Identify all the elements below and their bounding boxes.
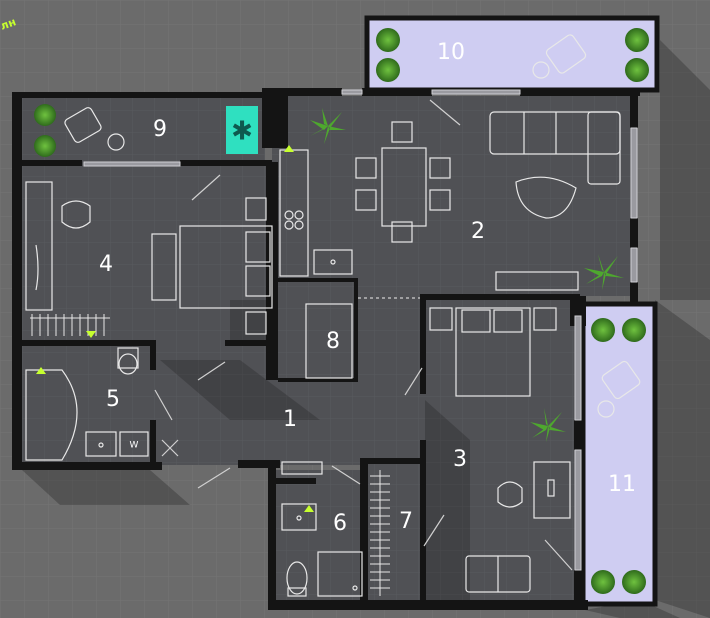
room-label-10: 10 bbox=[437, 40, 465, 65]
plant-icon bbox=[34, 135, 56, 157]
plant-icon bbox=[34, 104, 56, 126]
shadows bbox=[22, 40, 710, 618]
marker-arrow bbox=[86, 331, 96, 338]
doors bbox=[154, 99, 573, 571]
floor-room-8 bbox=[278, 282, 356, 382]
plant-icon bbox=[591, 318, 615, 342]
plant-icon bbox=[376, 28, 400, 52]
room-3-furniture bbox=[429, 307, 571, 593]
room-label-1: 1 bbox=[283, 407, 297, 432]
corner-label: лн bbox=[0, 15, 18, 33]
room-2-furniture bbox=[279, 111, 621, 291]
plant-icon bbox=[625, 58, 649, 82]
floor-room-6 bbox=[275, 470, 367, 603]
windows bbox=[83, 89, 638, 571]
room-label-4: 4 bbox=[99, 252, 113, 277]
room-label-11: 11 bbox=[608, 472, 636, 497]
room-label-3: 3 bbox=[453, 447, 467, 472]
floors bbox=[20, 96, 636, 603]
floor-room-3 bbox=[425, 298, 575, 603]
palm-icon bbox=[584, 254, 624, 290]
room-label-9: 9 bbox=[153, 117, 167, 142]
floor-room-5 bbox=[20, 344, 155, 462]
room-labels: 1 2 3 4 5 6 7 8 9 10 11 bbox=[99, 40, 636, 536]
room-9-furniture: ✱ bbox=[64, 106, 258, 154]
plant-icon bbox=[625, 28, 649, 52]
balcony-11 bbox=[580, 301, 658, 607]
washer-label: W bbox=[130, 441, 139, 451]
cyan-tile bbox=[226, 106, 258, 154]
balcony-10 bbox=[364, 15, 660, 93]
room-label-7: 7 bbox=[399, 509, 413, 534]
room-6-furniture bbox=[281, 503, 363, 597]
room-10-furniture bbox=[532, 34, 587, 79]
room-7-furniture bbox=[370, 470, 390, 596]
room-label-8: 8 bbox=[326, 329, 340, 354]
room-4-furniture bbox=[25, 181, 273, 338]
snowflake-icon: ✱ bbox=[231, 117, 253, 147]
light-shadows bbox=[160, 300, 470, 600]
palm-icon bbox=[530, 408, 566, 442]
room-11-furniture bbox=[597, 360, 641, 418]
wardrobe-rail bbox=[30, 314, 110, 336]
room-5-furniture: W bbox=[25, 347, 179, 461]
plants bbox=[34, 28, 649, 594]
palm-icon bbox=[310, 108, 346, 144]
room-label-6: 6 bbox=[333, 511, 347, 536]
plant-icon bbox=[591, 570, 615, 594]
room-label-5: 5 bbox=[106, 387, 120, 412]
walls bbox=[12, 88, 640, 610]
room-8-furniture bbox=[305, 303, 353, 379]
room-1-furniture bbox=[281, 461, 323, 475]
plant-icon bbox=[376, 58, 400, 82]
floor-room-9 bbox=[20, 96, 265, 162]
plant-icon bbox=[622, 570, 646, 594]
room-label-2: 2 bbox=[471, 219, 485, 244]
plant-icon bbox=[622, 318, 646, 342]
